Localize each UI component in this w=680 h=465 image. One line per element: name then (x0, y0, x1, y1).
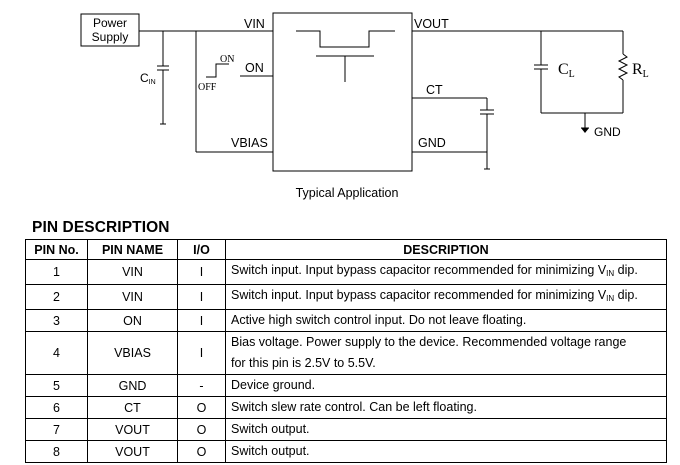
table-row: 8 VOUT O Switch output. (25, 440, 667, 463)
table-row: 4 VBIAS I Bias voltage. Power supply to … (25, 331, 667, 375)
ct-pin-label: CT (426, 83, 443, 97)
on-pin-label: ON (245, 61, 264, 75)
pin-description: Bias voltage. Power supply to the device… (225, 331, 667, 375)
header-description: DESCRIPTION (225, 239, 667, 260)
table-row: 5 GND - Device ground. (25, 374, 667, 397)
ground-arrow-icon (581, 128, 589, 133)
pin-name: VIN (87, 259, 178, 285)
header-pin-no: PIN No. (25, 239, 88, 260)
section-title: PIN DESCRIPTION (32, 219, 170, 236)
pin-io: O (177, 396, 226, 419)
pin-io: O (177, 418, 226, 441)
gnd-pin-label: GND (418, 136, 446, 150)
header-pin-name: PIN NAME (87, 239, 178, 260)
pin-description: Active high switch control input. Do not… (225, 309, 667, 332)
table-header-row: PIN No. PIN NAME I/O DESCRIPTION (25, 239, 667, 260)
pin-number: 6 (25, 396, 88, 419)
pin-number: 1 (25, 259, 88, 285)
pin-name: VOUT (87, 418, 178, 441)
pin-number: 8 (25, 440, 88, 463)
table-row: 2 VIN I Switch input. Input bypass capac… (25, 284, 667, 310)
pin-description: Switch slew rate control. Can be left fl… (225, 396, 667, 419)
pin-io: O (177, 440, 226, 463)
vin-pin-label: VIN (244, 17, 265, 31)
pin-io: I (177, 259, 226, 285)
power-supply-label-2: Supply (92, 30, 129, 44)
pin-io: I (177, 331, 226, 375)
pin-name: VOUT (87, 440, 178, 463)
vout-pin-label: VOUT (414, 17, 449, 31)
power-supply-label-1: Power (93, 16, 127, 30)
pin-name: VIN (87, 284, 178, 310)
pin-description: Device ground. (225, 374, 667, 397)
pin-description: Switch output. (225, 418, 667, 441)
table-row: 7 VOUT O Switch output. (25, 418, 667, 441)
pin-number: 3 (25, 309, 88, 332)
ic-body (272, 12, 413, 172)
pin-name: CT (87, 396, 178, 419)
typical-application-schematic: Power Supply VIN ON VBIAS VOUT CT GND CI… (80, 12, 649, 200)
pin-name: VBIAS (87, 331, 178, 375)
pin-name: GND (87, 374, 178, 397)
pin-description: Switch input. Input bypass capacitor rec… (225, 259, 667, 285)
table-row: 1 VIN I Switch input. Input bypass capac… (25, 259, 667, 285)
rl-label: RL (632, 61, 649, 80)
header-io: I/O (177, 239, 226, 260)
pin-io: I (177, 309, 226, 332)
power-supply-box (80, 13, 140, 47)
pin-number: 7 (25, 418, 88, 441)
table-row: 3 ON I Active high switch control input.… (25, 309, 667, 332)
switch-off-label: OFF (198, 82, 217, 93)
pin-description: Switch input. Input bypass capacitor rec… (225, 284, 667, 310)
pin-number: 5 (25, 374, 88, 397)
cin-label: CIN (140, 71, 156, 86)
pin-io: I (177, 284, 226, 310)
switch-on-label: ON (220, 54, 234, 65)
load-gnd-label: GND (594, 125, 621, 139)
pin-description-table: PIN No. PIN NAME I/O DESCRIPTION 1 VIN I… (25, 239, 667, 463)
vbias-pin-label: VBIAS (231, 136, 268, 150)
schematic-caption: Typical Application (296, 186, 399, 200)
table-row: 6 CT O Switch slew rate control. Can be … (25, 396, 667, 419)
pin-name: ON (87, 309, 178, 332)
pin-description: Switch output. (225, 440, 667, 463)
cl-label: CL (558, 61, 575, 80)
pin-number: 2 (25, 284, 88, 310)
pin-io: - (177, 374, 226, 397)
pin-number: 4 (25, 331, 88, 375)
